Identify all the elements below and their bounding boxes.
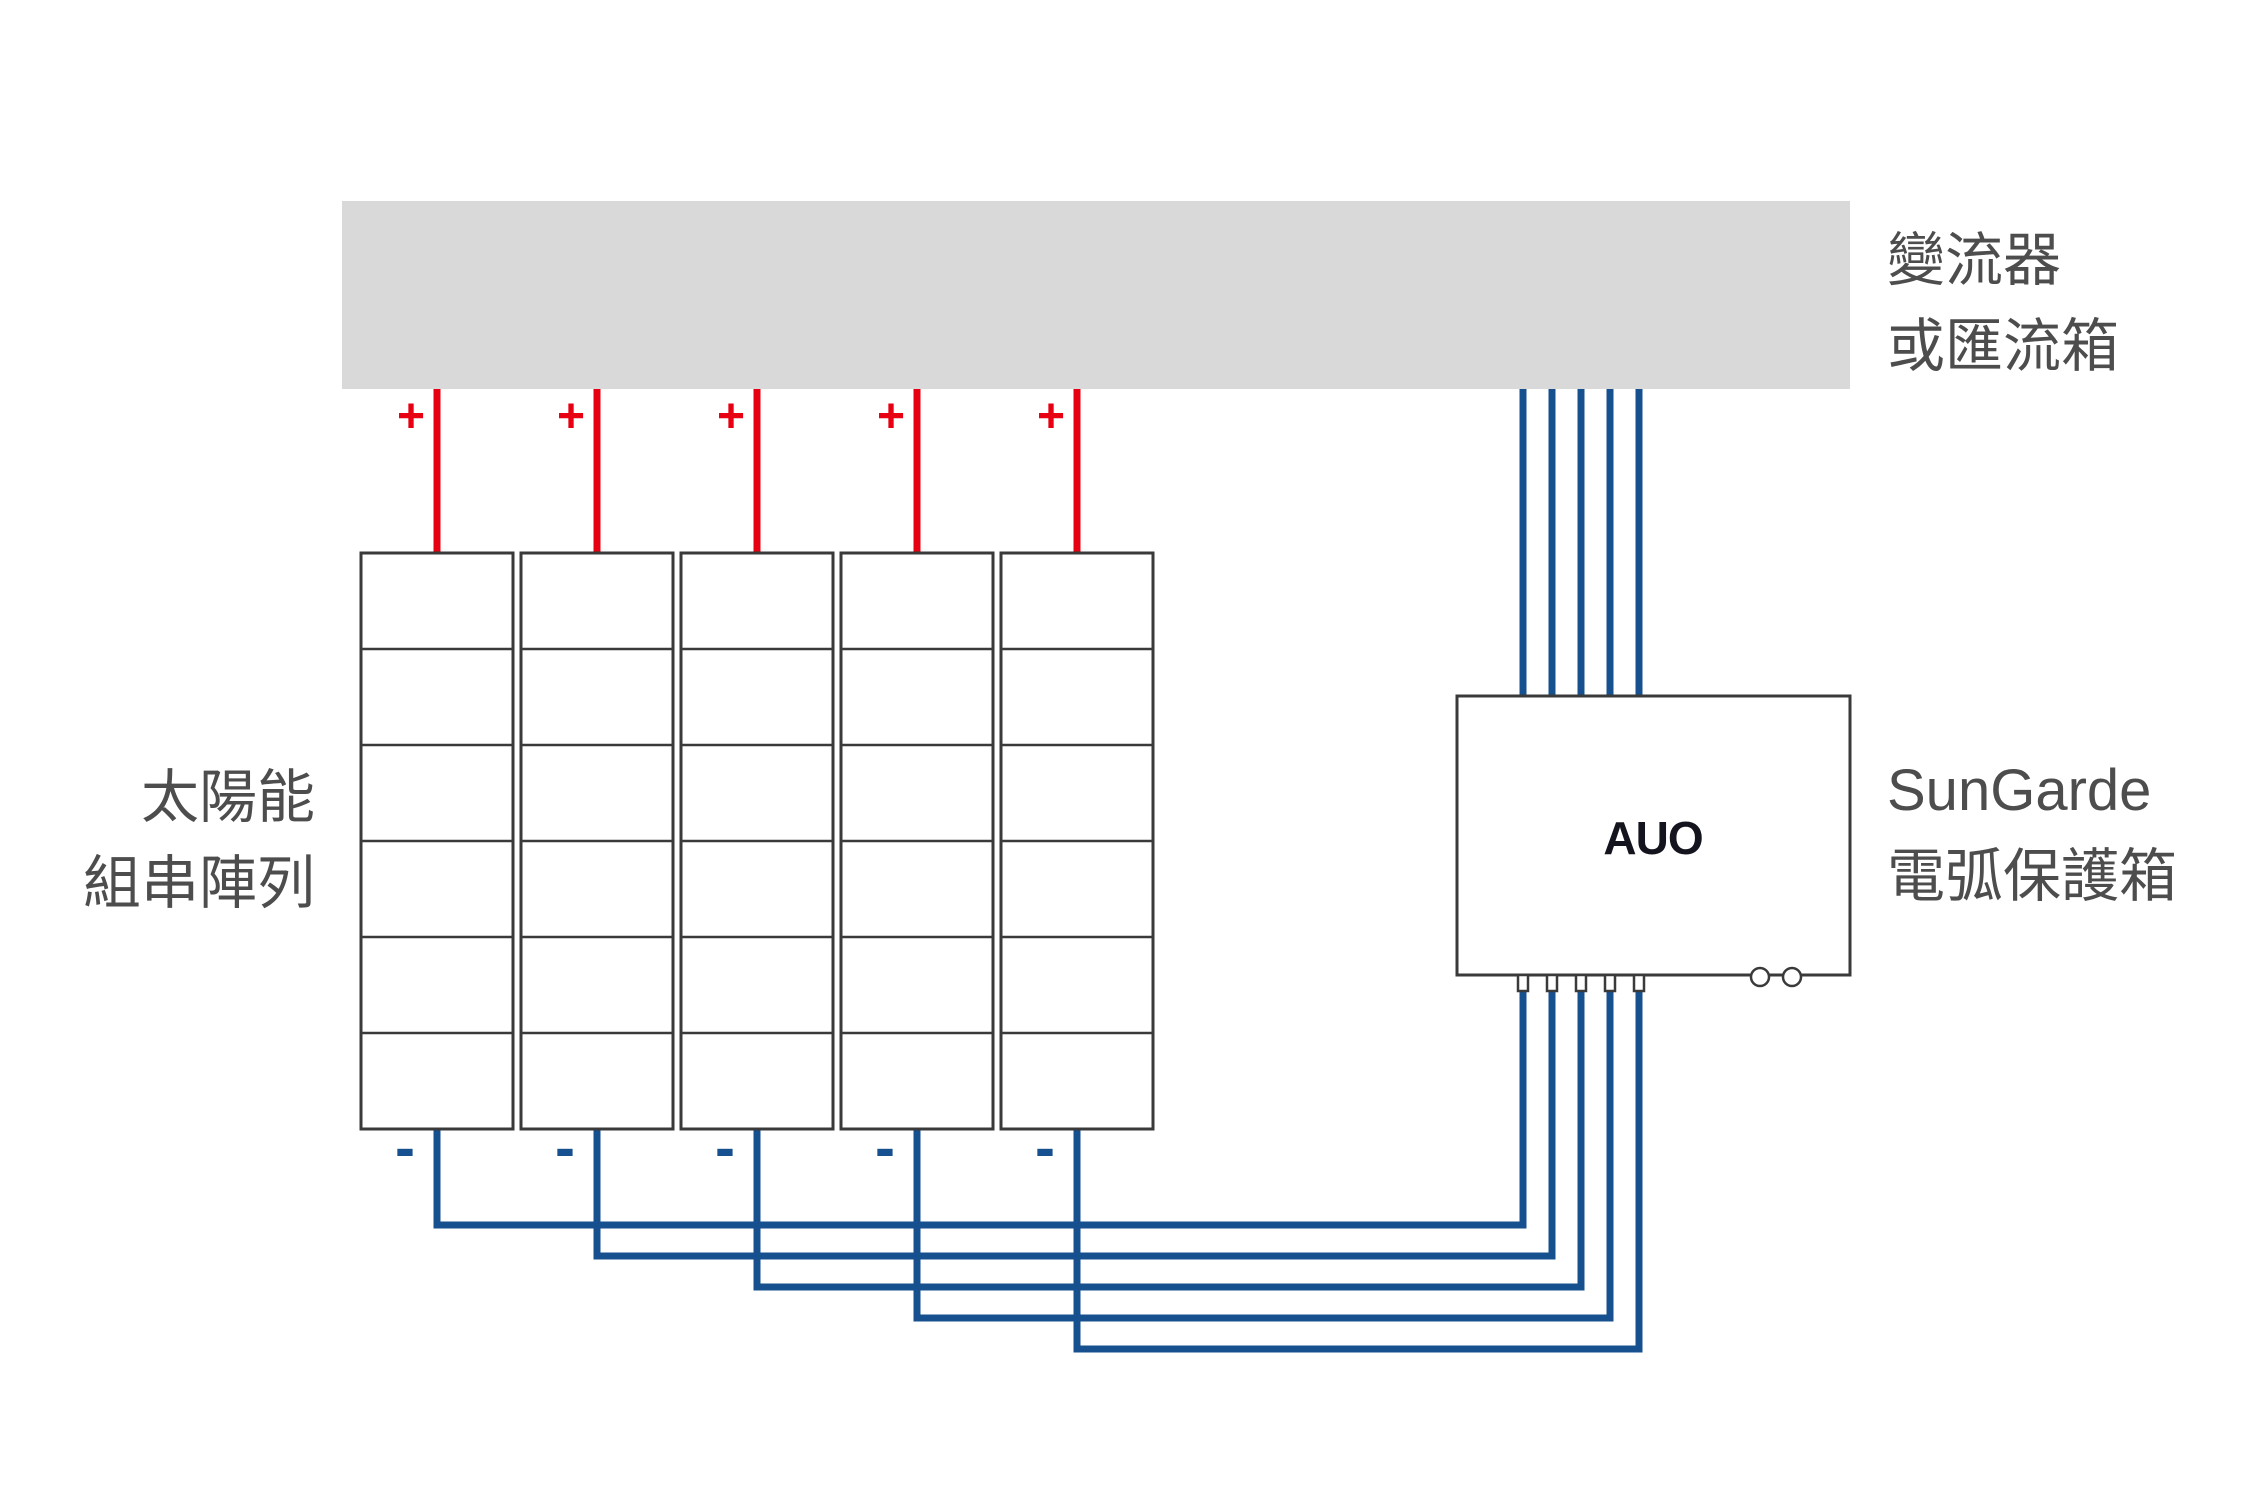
plus-signs: + + + + + xyxy=(397,390,1065,443)
cable-port xyxy=(1749,966,1771,988)
minus-sign-label: - xyxy=(555,1114,575,1181)
solar-panel xyxy=(999,551,1155,1131)
array-label: 太陽能 組串陣列 xyxy=(65,755,315,927)
negative-wire xyxy=(1073,990,1643,1353)
solar-panel xyxy=(839,551,995,1131)
solar-panel xyxy=(359,551,515,1131)
device-connectors xyxy=(1516,973,1646,993)
minus-signs: - - - - - xyxy=(395,1114,1055,1181)
negative-wire xyxy=(753,990,1585,1291)
cable-port xyxy=(1781,966,1803,988)
minus-sign-label: - xyxy=(715,1114,735,1181)
negative-wires xyxy=(433,990,1643,1353)
connector-stub xyxy=(1574,973,1588,993)
negative-wire xyxy=(913,990,1614,1322)
solar-panel xyxy=(679,551,835,1131)
minus-sign-label: - xyxy=(1035,1114,1055,1181)
connector-stub xyxy=(1516,973,1530,993)
connector-stub xyxy=(1545,973,1559,993)
auo-logo: AUO xyxy=(1603,812,1703,864)
inverter-label: 變流器 或匯流箱 xyxy=(1887,218,2119,390)
solar-panel xyxy=(519,551,675,1131)
array-label-line2: 組串陣列 xyxy=(82,851,315,916)
inverter-label-line1: 變流器 xyxy=(1887,228,2062,293)
sungarde-box xyxy=(1455,694,1852,977)
solar-panel-array xyxy=(359,551,1155,1131)
connector-stub xyxy=(1603,973,1617,993)
inverter-label-line2: 或匯流箱 xyxy=(1887,314,2120,379)
device-label-line1: SunGarde xyxy=(1887,758,2152,823)
positive-wires xyxy=(433,389,1081,556)
device-label-line2: 電弧保護箱 xyxy=(1887,844,2178,909)
minus-sign-label: - xyxy=(395,1114,415,1181)
device-label: SunGarde 電弧保護箱 xyxy=(1887,748,2177,920)
plus-sign-label: + xyxy=(1037,390,1065,443)
minus-sign-label: - xyxy=(875,1114,895,1181)
device-output-wires xyxy=(1519,389,1643,700)
connector-stub xyxy=(1632,973,1646,993)
array-label-line1: 太陽能 xyxy=(140,765,315,830)
plus-sign-label: + xyxy=(877,390,905,443)
plus-sign-label: + xyxy=(717,390,745,443)
plus-sign-label: + xyxy=(557,390,585,443)
plus-sign-label: + xyxy=(397,390,425,443)
device-ports xyxy=(1749,966,1803,988)
negative-wire xyxy=(433,990,1527,1229)
inverter-combiner-bar xyxy=(342,201,1850,389)
